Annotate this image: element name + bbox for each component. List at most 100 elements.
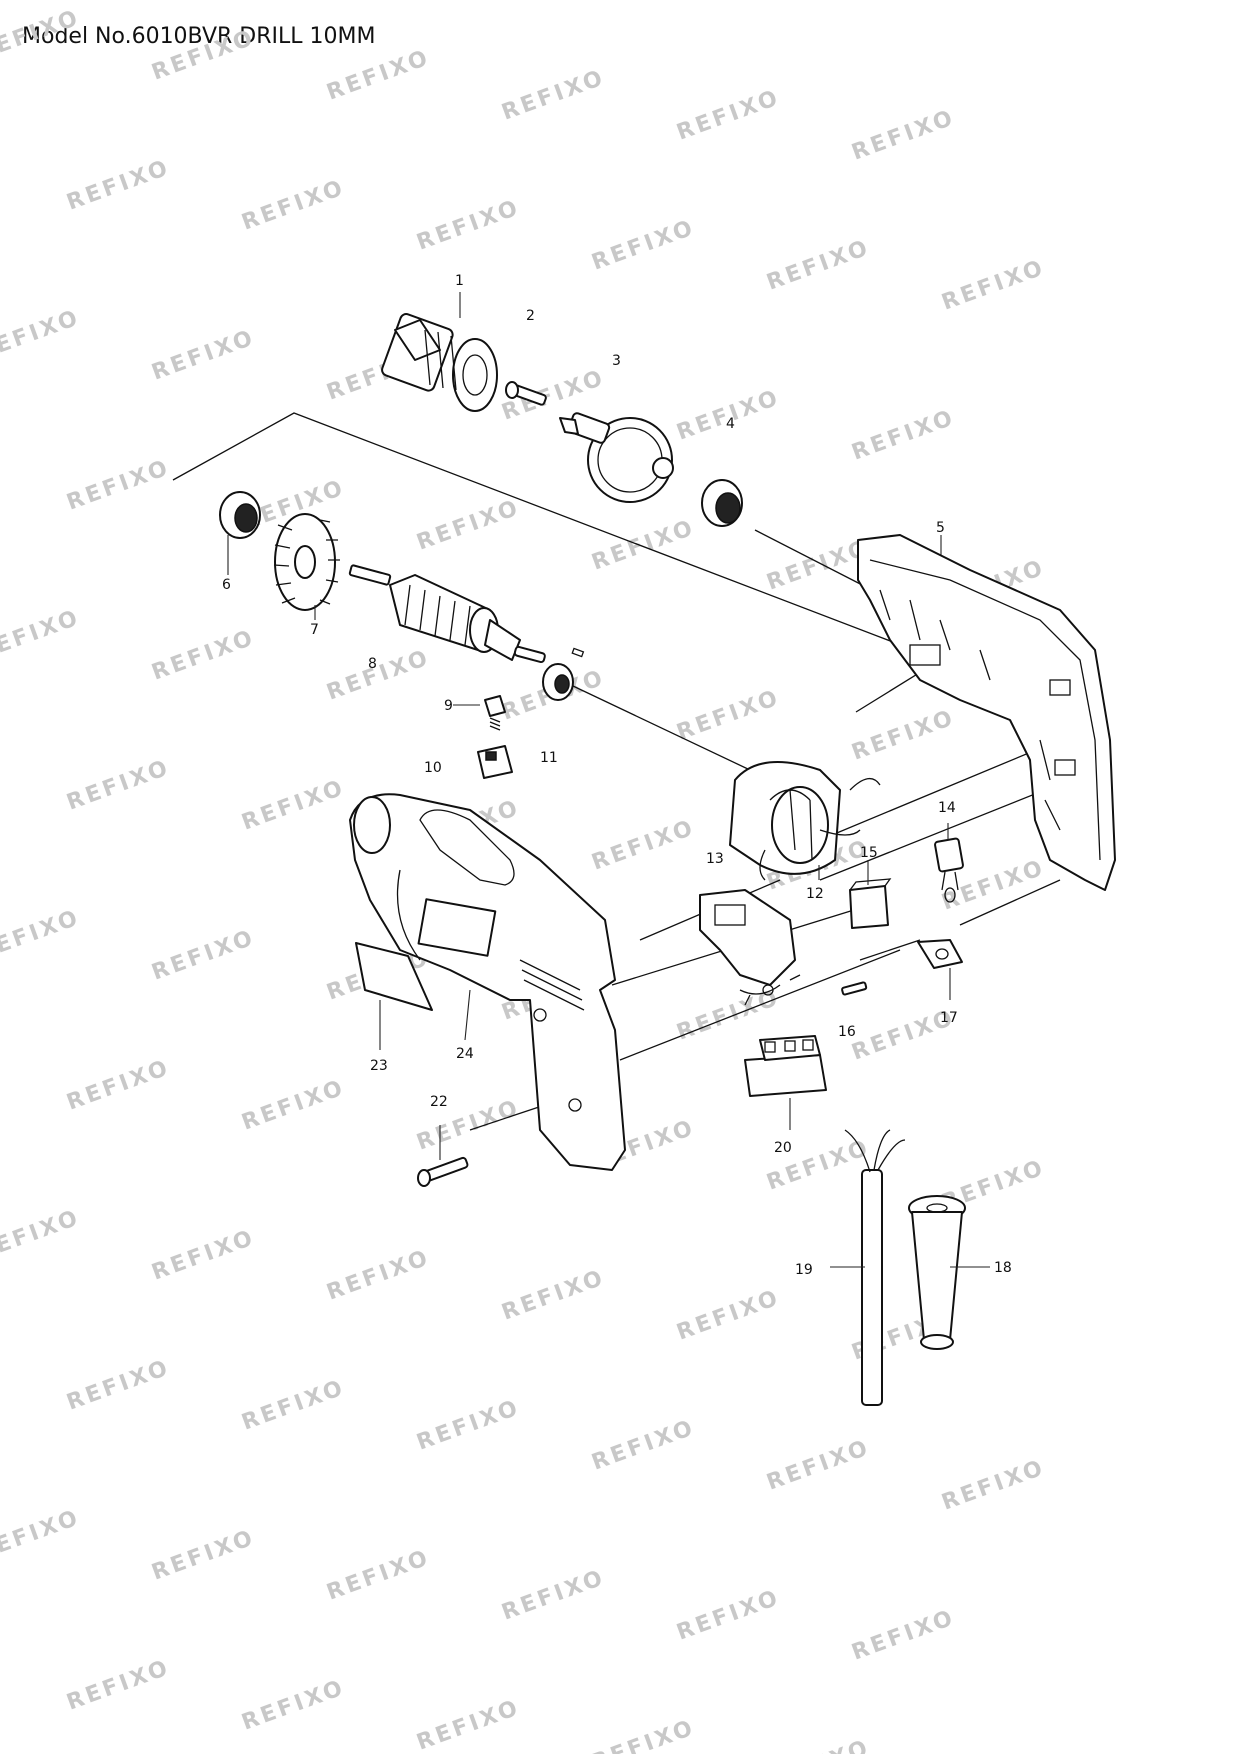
part-2-chuck-screw <box>505 381 547 406</box>
watermark-text: REFIXO <box>0 1505 84 1565</box>
watermark-text: REFIXO <box>64 155 174 215</box>
part-label-16: 16 <box>838 1024 856 1040</box>
watermark-text: REFIXO <box>64 1055 174 1115</box>
watermark-text: REFIXO <box>499 65 609 125</box>
part-label-4: 4 <box>726 416 735 432</box>
part-20-terminal-block <box>744 1035 827 1097</box>
watermark-text: REFIXO <box>589 815 699 875</box>
watermark-text: REFIXO <box>499 1565 609 1625</box>
part-9-carbon-brush <box>484 695 506 731</box>
part-label-15: 15 <box>860 845 878 861</box>
watermark-text: REFIXO <box>764 1435 874 1495</box>
watermark-text: REFIXO <box>849 405 959 465</box>
part-4-needle-bearing <box>701 479 743 527</box>
part-label-24: 24 <box>456 1046 474 1062</box>
watermark-text: REFIXO <box>939 1455 1049 1515</box>
part-label-17: 17 <box>940 1010 958 1026</box>
part-label-13: 13 <box>706 851 724 867</box>
part-number-labels: 1 2 3 4 5 6 7 8 9 10 11 12 13 14 15 16 1… <box>222 273 1012 1278</box>
watermark-text: REFIXO <box>0 905 84 965</box>
part-5-housing-set <box>857 534 1116 891</box>
watermark-text: REFIXO <box>849 105 959 165</box>
part-label-22: 22 <box>430 1094 448 1110</box>
watermark-text: REFIXO <box>414 495 524 555</box>
part-17-strain-relief <box>917 939 963 969</box>
watermark-text: REFIXO <box>414 195 524 255</box>
part-18-cord-guard <box>908 1195 966 1350</box>
watermark-text: REFIXO <box>674 685 784 745</box>
part-label-1: 1 <box>455 273 464 289</box>
part-label-3: 3 <box>612 353 621 369</box>
watermark-text: REFIXO <box>324 1545 434 1605</box>
watermark-text: REFIXO <box>674 85 784 145</box>
watermark-text: REFIXO <box>149 325 259 385</box>
watermark-text: REFIXO <box>149 925 259 985</box>
part-label-14: 14 <box>938 800 956 816</box>
part-23-name-plate <box>355 942 433 1011</box>
part-label-12: 12 <box>806 886 824 902</box>
part-3-spindle-gear <box>559 412 674 503</box>
watermark-text: REFIXO <box>849 1605 959 1665</box>
part-11-ball-bearing <box>542 647 585 701</box>
watermark-text: REFIXO <box>239 175 349 235</box>
watermark-text: REFIXO <box>239 1075 349 1135</box>
part-label-18: 18 <box>994 1260 1012 1276</box>
part-label-2: 2 <box>526 308 535 324</box>
part-label-10: 10 <box>424 760 442 776</box>
watermark-text: REFIXO <box>64 455 174 515</box>
part-19-power-cord <box>844 1129 906 1406</box>
part-24-housing-half <box>349 793 626 1171</box>
part-label-6: 6 <box>222 577 231 593</box>
watermark-text: REFIXO <box>64 1655 174 1715</box>
watermark-text: REFIXO <box>0 1205 84 1265</box>
watermark-text: REFIXO <box>849 705 959 765</box>
part-label-23: 23 <box>370 1058 388 1074</box>
part-label-8: 8 <box>368 656 377 672</box>
part-14-capacitor <box>934 837 964 903</box>
watermark-text: REFIXO <box>324 1245 434 1305</box>
part-22-housing-screw <box>417 1156 469 1187</box>
part-7-fan <box>273 513 340 611</box>
watermark-text: REFIXO <box>589 1715 699 1754</box>
watermark-text: REFIXO <box>239 1675 349 1735</box>
watermark-text: REFIXO <box>239 1375 349 1435</box>
watermark-text: REFIXO <box>414 1695 524 1754</box>
page-title: Model No.6010BVR DRILL 10MM <box>22 24 376 49</box>
watermark-text: REFIXO <box>764 1735 874 1754</box>
watermark-text: REFIXO <box>0 5 84 65</box>
watermark-text: REFIXO <box>149 1225 259 1285</box>
watermark-text: REFIXO <box>414 1395 524 1455</box>
watermark-text: REFIXO <box>149 625 259 685</box>
part-label-5: 5 <box>936 520 945 536</box>
part-12-field <box>729 761 881 881</box>
part-8-armature <box>348 564 546 664</box>
part-label-9: 9 <box>444 698 453 714</box>
part-label-11: 11 <box>540 750 558 766</box>
watermark-text: REFIXO <box>499 1265 609 1325</box>
part-6-needle-bearing <box>219 491 261 539</box>
part-label-19: 19 <box>795 1262 813 1278</box>
watermark-text: REFIXO <box>674 1585 784 1645</box>
part-15-insulation-block <box>849 878 892 929</box>
watermark-text: REFIXO <box>674 1285 784 1345</box>
watermark-text: REFIXO <box>939 255 1049 315</box>
part-16-screw <box>841 981 868 996</box>
part-label-20: 20 <box>774 1140 792 1156</box>
part-10-brush-holder <box>477 745 513 779</box>
watermark-text: REFIXO <box>764 235 874 295</box>
watermark-text: REFIXO <box>149 25 259 85</box>
watermark-text: REFIXO <box>589 1415 699 1475</box>
watermark-text: REFIXO <box>239 775 349 835</box>
leader-lines <box>227 292 990 1268</box>
watermark-text: REFIXO <box>149 1525 259 1585</box>
watermark-text: REFIXO <box>0 605 84 665</box>
watermark-text: REFIXO <box>589 215 699 275</box>
part-13-switch <box>699 889 801 1006</box>
watermark-text: REFIXO <box>64 1355 174 1415</box>
watermark-text: REFIXO <box>324 645 434 705</box>
watermark-text: REFIXO <box>324 45 434 105</box>
watermark-text: REFIXO <box>0 305 84 365</box>
part-label-7: 7 <box>310 622 319 638</box>
watermark-text: REFIXO <box>589 515 699 575</box>
